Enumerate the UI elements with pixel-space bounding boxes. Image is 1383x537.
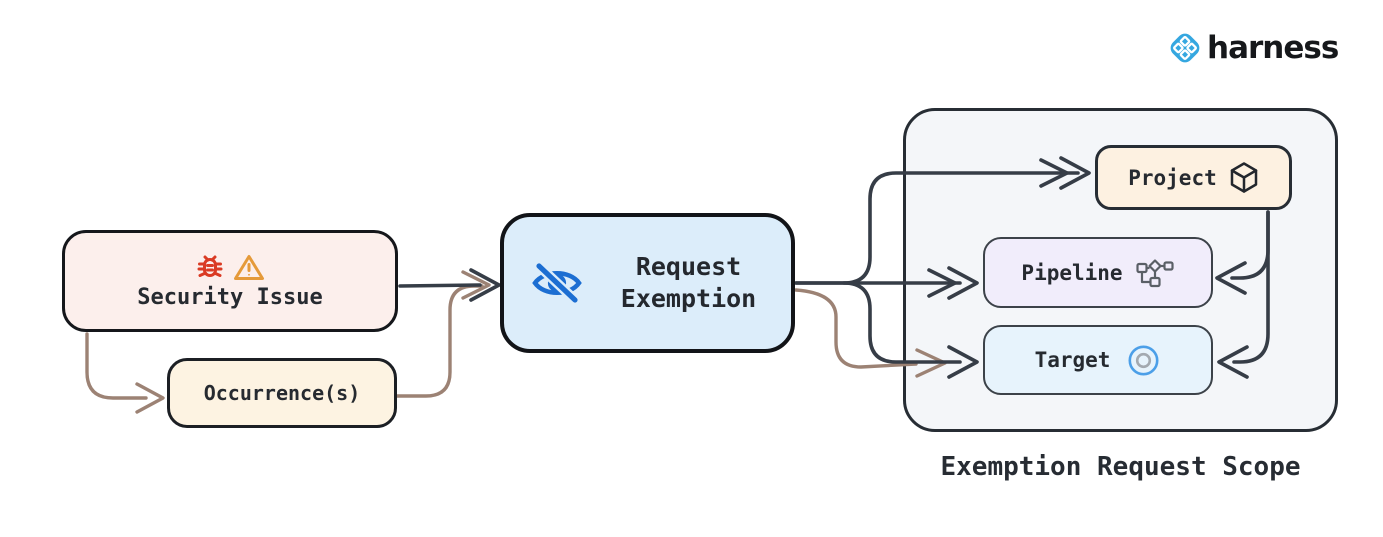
request-exemption-label-line2: Exemption — [620, 284, 757, 313]
request-exemption-label-line1: Request — [635, 251, 742, 281]
target-icon — [1126, 343, 1161, 378]
eye-off-icon — [528, 258, 586, 308]
harness-logo-icon — [1166, 29, 1204, 67]
pipeline-icon — [1135, 258, 1175, 288]
bug-icon — [195, 253, 225, 282]
request-exemption-node: Request Exemption — [500, 213, 795, 353]
edge-security-to-occurrence — [85, 332, 165, 414]
occurrences-node: Occurrence(s) — [167, 358, 397, 428]
occurrences-label: Occurrence(s) — [203, 381, 361, 405]
pipeline-label: Pipeline — [1021, 260, 1123, 285]
edge-security-to-exemption — [398, 268, 501, 302]
harness-logo: harness — [1166, 29, 1339, 67]
package-icon — [1229, 161, 1259, 194]
target-label: Target — [1034, 348, 1111, 372]
project-node: Project — [1095, 145, 1292, 210]
security-issue-label: Security Issue — [137, 285, 323, 310]
security-issue-node: Security Issue — [62, 230, 398, 332]
harness-wordmark: harness — [1207, 29, 1339, 66]
edge-occurrence-to-exemption — [395, 270, 491, 398]
warning-icon — [233, 253, 265, 282]
pipeline-node: Pipeline — [983, 237, 1213, 308]
project-label: Project — [1128, 165, 1217, 190]
target-node: Target — [983, 325, 1213, 395]
scope-caption: Exemption Request Scope — [940, 452, 1301, 482]
